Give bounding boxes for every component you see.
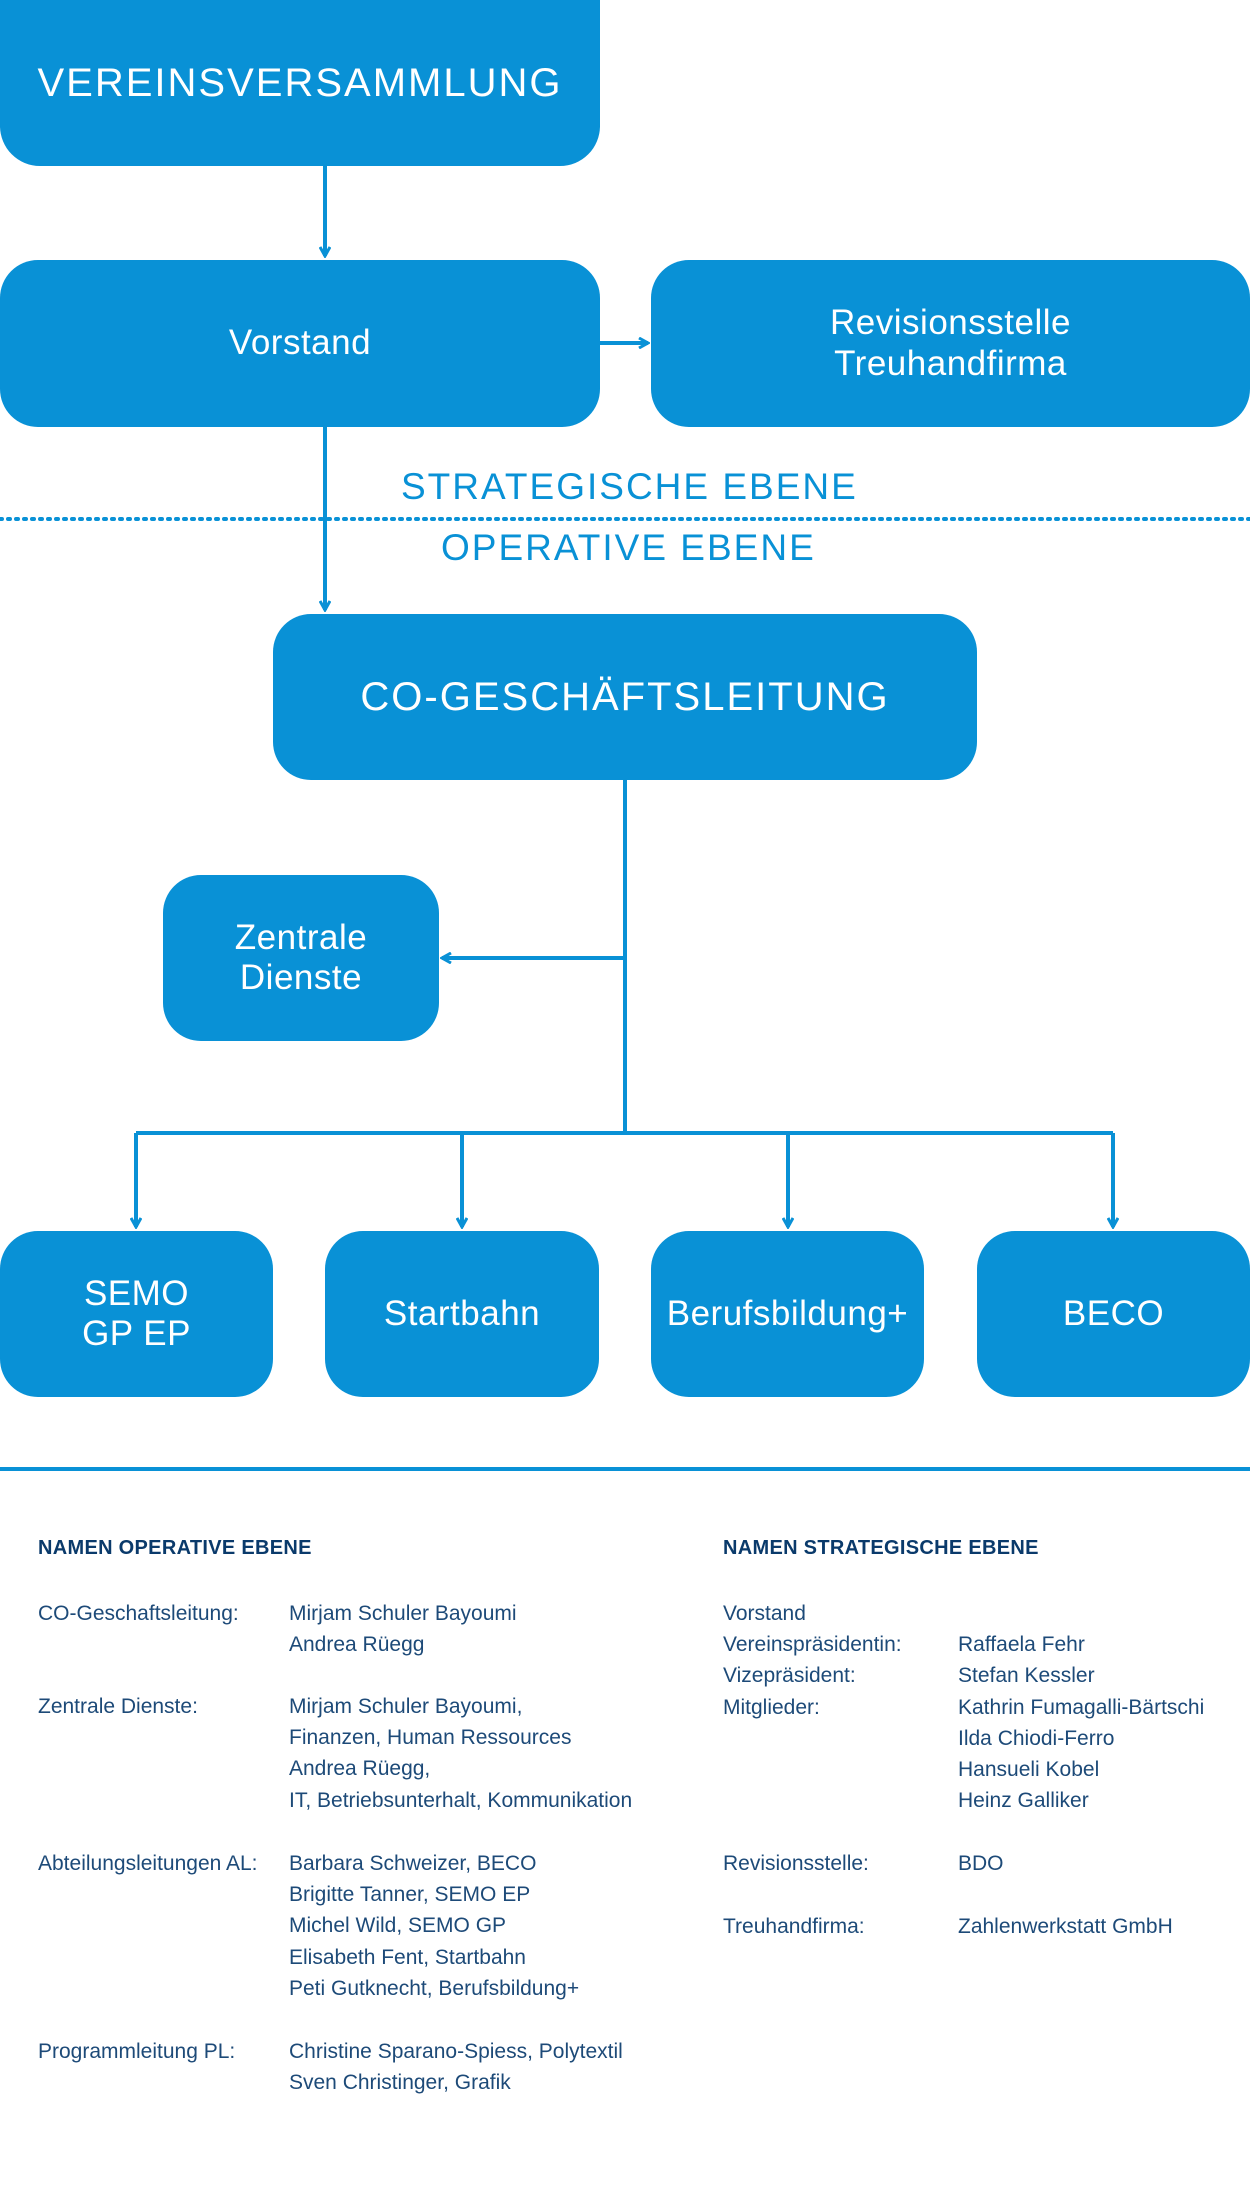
- node-label: Vorstand: [228, 323, 372, 363]
- node-label: Berufsbildung+: [666, 1293, 909, 1333]
- names-programmleitung: Christine Sparano-Spiess, Polytextil Sve…: [289, 2040, 623, 2095]
- heading-names-strategic: NAMEN STRATEGISCHE EBENE: [723, 1537, 1039, 1559]
- names-co-gl: Mirjam Schuler Bayoumi Andrea Rüegg: [289, 1602, 517, 1657]
- label-programmleitung: Programmleitung PL:: [38, 2040, 236, 2063]
- node-beco: BECO: [977, 1231, 1250, 1397]
- node-label: VEREINSVERSAMMLUNG: [37, 61, 563, 105]
- node-revisionsstelle: Revisionsstelle Treuhandfirma: [651, 260, 1250, 427]
- label-vorstand-group: Vorstand Vereinspräsidentin: Vizepräside…: [723, 1602, 902, 1719]
- section-divider: [0, 1467, 1250, 1471]
- heading-names-operative: NAMEN OPERATIVE EBENE: [38, 1537, 312, 1559]
- node-vereinsversammlung: VEREINSVERSAMMLUNG: [0, 0, 600, 166]
- node-startbahn: Startbahn: [325, 1231, 599, 1397]
- label-revisionsstelle: Revisionsstelle:: [723, 1852, 869, 1875]
- node-vorstand: Vorstand: [0, 260, 600, 427]
- label-operative-level: OPERATIVE EBENE: [441, 527, 816, 568]
- node-label: Revisionsstelle Treuhandfirma: [830, 303, 1071, 383]
- org-connectors: [0, 166, 1250, 1470]
- node-semo: SEMO GP EP: [0, 1231, 273, 1397]
- node-zentrale-dienste: Zentrale Dienste: [163, 875, 439, 1041]
- label-treuhandfirma: Treuhandfirma:: [723, 1915, 865, 1938]
- node-label: SEMO GP EP: [82, 1273, 191, 1353]
- node-label: BECO: [1062, 1293, 1165, 1333]
- names-zentrale-dienste: Mirjam Schuler Bayoumi, Finanzen, Human …: [289, 1695, 633, 1812]
- label-abteilungsleitungen: Abteilungsleitungen AL:: [38, 1852, 258, 1875]
- node-label: CO-GESCHÄFTSLEITUNG: [360, 675, 890, 719]
- names-vorstand-group: Raffaela Fehr Stefan Kessler Kathrin Fum…: [958, 1633, 1205, 1813]
- names-abteilungsleitungen: Barbara Schweizer, BECO Brigitte Tanner,…: [289, 1852, 580, 2000]
- node-co-geschaeftsleitung: CO-GESCHÄFTSLEITUNG: [273, 614, 977, 780]
- label-strategic-level: STRATEGISCHE EBENE: [401, 466, 858, 507]
- label-zentrale-dienste: Zentrale Dienste:: [38, 1695, 198, 1718]
- names-revisionsstelle: BDO: [958, 1852, 1004, 1875]
- node-berufsbildung: Berufsbildung+: [651, 1231, 924, 1397]
- node-label: Zentrale Dienste: [234, 917, 368, 997]
- label-co-gl: CO-Geschaftsleitung:: [38, 1602, 239, 1625]
- node-label: Startbahn: [383, 1293, 541, 1333]
- names-treuhandfirma: Zahlenwerkstatt GmbH: [958, 1915, 1173, 1938]
